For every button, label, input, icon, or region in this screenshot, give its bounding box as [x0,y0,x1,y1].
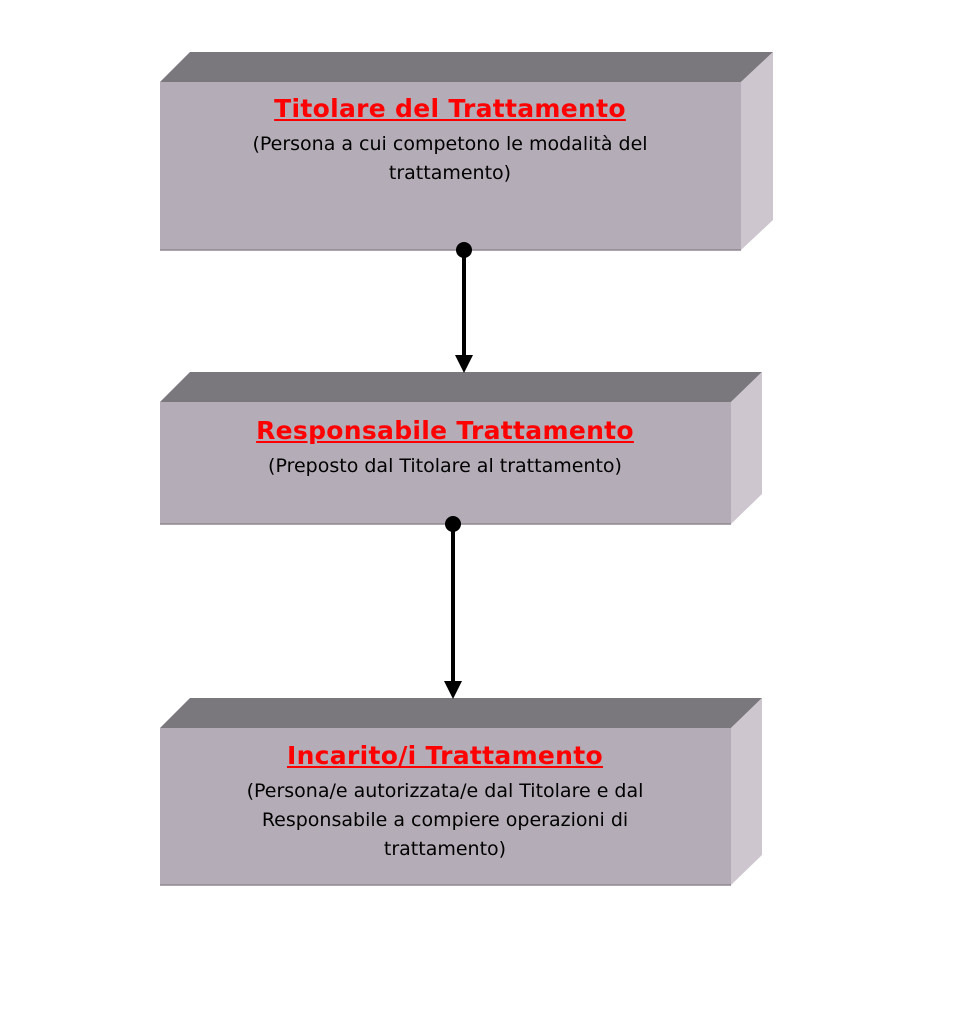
connector-1-arrowhead [455,355,473,373]
connector-2-arrowhead [444,681,462,699]
box-titolare [160,52,773,251]
box-incaricati-text: Incarito/i Trattamento (Persona/e autori… [160,741,730,864]
box-incaricati-top [160,698,762,728]
box-responsabile-top [160,372,762,402]
box-responsabile-title: Responsabile Trattamento [256,416,634,445]
connector-responsabile-to-incaricati [444,516,462,699]
box-responsabile-description: (Preposto dal Titolare al trattamento) [268,455,622,477]
box-responsabile-text: Responsabile Trattamento (Preposto dal T… [160,416,730,481]
box-incaricati [160,698,762,886]
box-incaricati-title: Incarito/i Trattamento [286,741,604,770]
box-incaricati-description: (Persona/e autorizzata/e dal Titolare e … [246,780,644,860]
box-responsabile [160,372,762,525]
box-titolare-top [160,52,773,82]
box-titolare-description: (Persona a cui competono le modalità del… [252,133,648,184]
box-titolare-title: Titolare del Trattamento [274,94,626,123]
box-titolare-text: Titolare del Trattamento (Persona a cui … [160,94,740,188]
box-titolare-front [160,82,741,250]
box-incaricati-side [731,698,762,885]
box-incaricati-front [160,728,731,885]
box-responsabile-side [731,372,762,524]
connector-titolare-to-responsabile [455,242,473,373]
box-titolare-side [741,52,773,250]
box-responsabile-front [160,402,731,524]
